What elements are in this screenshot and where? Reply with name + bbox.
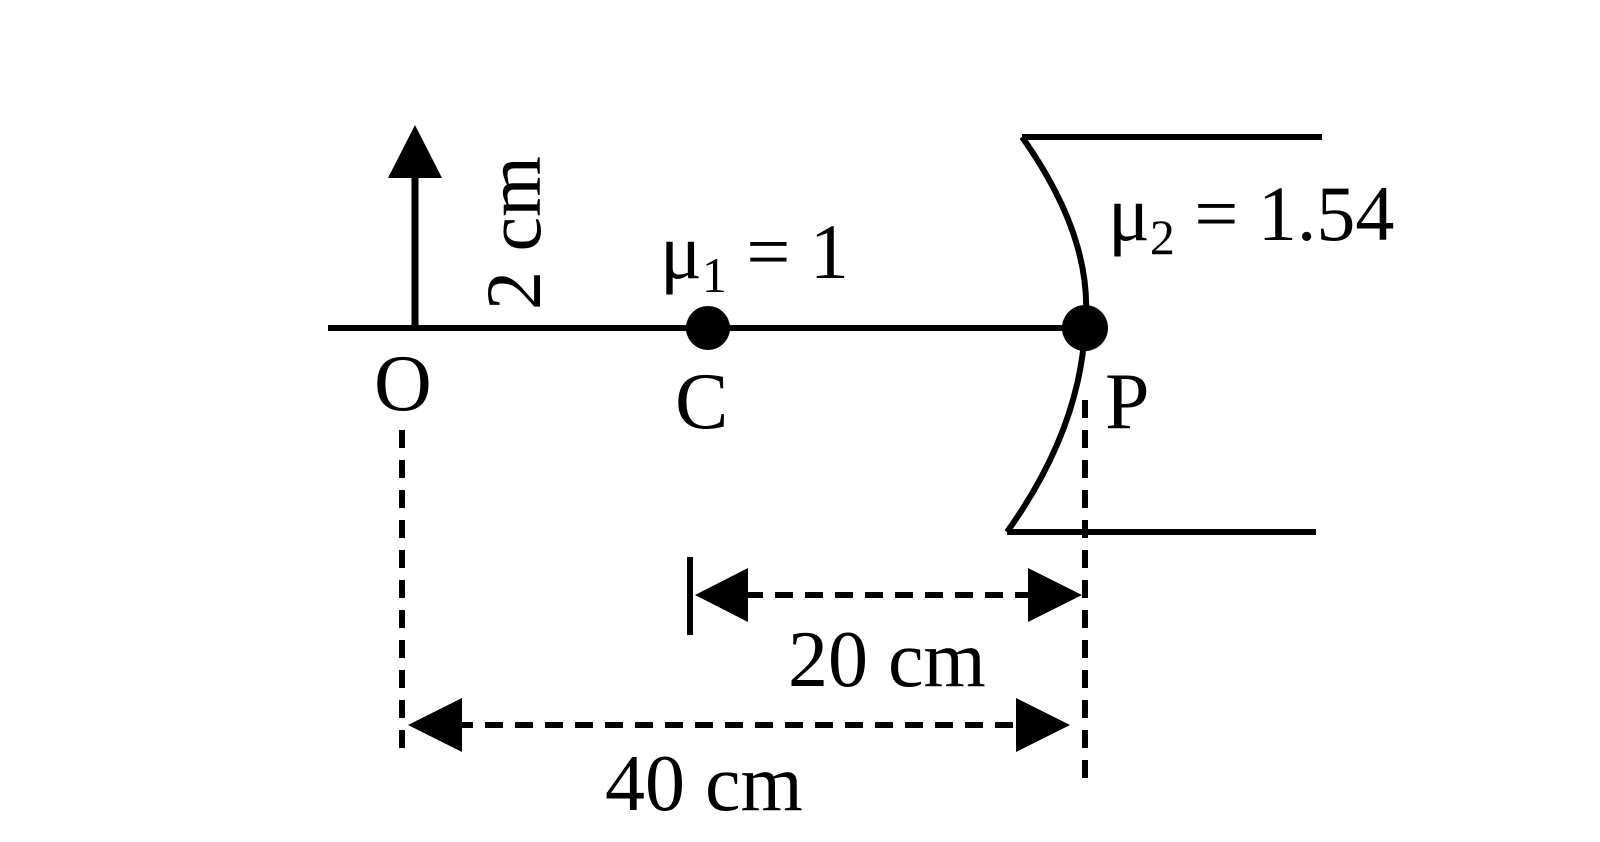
object-height-label: 2 cm	[470, 156, 557, 310]
object-arrow-head	[388, 125, 442, 178]
centre-of-curvature-dot	[686, 306, 730, 350]
point-p-label: P	[1105, 358, 1150, 446]
medium2-symbol: μ	[1108, 170, 1150, 257]
pole-dot	[1062, 305, 1108, 351]
medium1-subscript: 1	[702, 247, 727, 303]
op-arrow-right	[1016, 698, 1070, 752]
cp-arrow-left	[695, 568, 748, 622]
distance-cp-label: 20 cm	[788, 616, 986, 704]
medium2-label: μ2 = 1.54	[1108, 170, 1394, 265]
medium1-value: = 1	[727, 208, 849, 295]
medium2-subscript: 2	[1150, 209, 1175, 265]
op-arrow-left	[408, 698, 462, 752]
medium2-value: = 1.54	[1175, 170, 1395, 257]
medium1-label: μ1 = 1	[660, 208, 849, 303]
distance-op-label: 40 cm	[605, 740, 803, 828]
cp-arrow-right	[1028, 568, 1082, 622]
point-o-label: O	[374, 340, 432, 428]
medium1-symbol: μ	[660, 208, 702, 295]
point-c-label: C	[675, 358, 728, 446]
